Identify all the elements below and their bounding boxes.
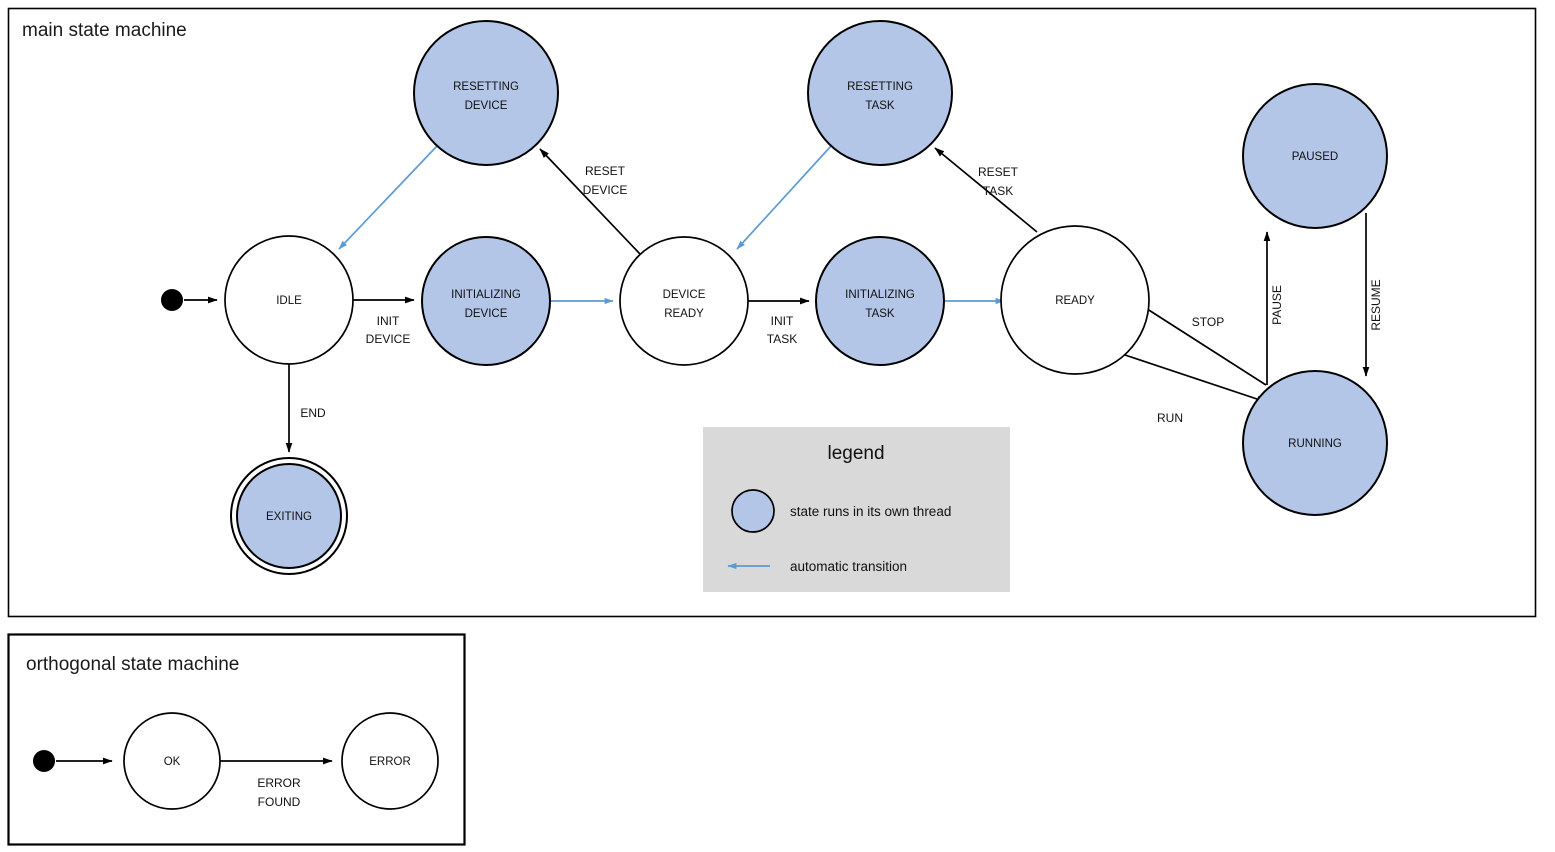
state-error-shape[interactable] — [341, 712, 439, 810]
orthogonal-transition-labels: ERROR FOUND — [257, 776, 301, 809]
label-reset-device-line1: RESET — [585, 164, 626, 178]
legend: legend state runs in its own thread auto… — [703, 427, 1010, 592]
state-ok-label: OK — [164, 756, 181, 768]
label-init-task-line2: TASK — [767, 332, 797, 346]
label-error-found-line2: FOUND — [258, 795, 301, 809]
state-resetting-device-label-line2: DEVICE — [465, 100, 508, 112]
state-initializing-device-label-line1: INITIALIZING — [451, 289, 521, 301]
state-idle-shape[interactable] — [224, 235, 354, 365]
state-error-label: ERROR — [369, 756, 411, 768]
transition-ready-to-running — [1124, 354, 1267, 403]
state-device-ready-label-line1: DEVICE — [663, 289, 706, 301]
main-states-layer: IDLE RESETTING DEVICE INITIALIZING DEVIC… — [161, 20, 1388, 575]
state-initializing-task-shape[interactable] — [815, 236, 945, 366]
transition-running-to-ready — [1129, 297, 1267, 386]
state-resetting-task-label-line1: RESETTING — [847, 81, 913, 93]
label-reset-task-line2: TASK — [983, 184, 1013, 198]
state-resetting-device-shape[interactable] — [413, 20, 559, 166]
label-end: END — [300, 406, 326, 420]
state-paused[interactable]: PAUSED — [1242, 83, 1388, 229]
state-running-label: RUNNING — [1288, 438, 1342, 450]
label-stop: STOP — [1192, 315, 1224, 329]
orthogonal-states-layer: OK ERROR — [33, 712, 439, 810]
legend-title: legend — [827, 443, 884, 464]
label-init-device-line1: INIT — [377, 314, 400, 328]
label-pause: PAUSE — [1270, 285, 1284, 325]
transition-ready-to-resetting-task — [934, 147, 1038, 233]
label-reset-task-line1: RESET — [978, 165, 1019, 179]
legend-threaded-state-text: state runs in its own thread — [790, 504, 951, 519]
label-init-task-line1: INIT — [771, 314, 794, 328]
state-resetting-device[interactable]: RESETTING DEVICE — [413, 20, 559, 166]
label-run: RUN — [1157, 411, 1183, 425]
transition-resetting-device-to-idle — [338, 145, 438, 250]
state-ready[interactable]: READY — [1000, 225, 1150, 375]
state-device-ready-shape[interactable] — [619, 236, 749, 366]
label-reset-device-line2: DEVICE — [583, 183, 628, 197]
state-error[interactable]: ERROR — [341, 712, 439, 810]
label-resume: RESUME — [1369, 279, 1383, 330]
state-initializing-task-label-line1: INITIALIZING — [845, 289, 915, 301]
state-exiting-label: EXITING — [266, 511, 312, 523]
state-initializing-task[interactable]: INITIALIZING TASK — [815, 236, 945, 366]
state-ready-shape[interactable] — [1000, 225, 1150, 375]
state-paused-shape[interactable] — [1242, 83, 1388, 229]
legend-threaded-state-icon — [731, 489, 775, 533]
state-resetting-task[interactable]: RESETTING TASK — [807, 20, 953, 166]
state-device-ready-label-line2: READY — [664, 308, 704, 320]
state-initializing-task-label-line2: TASK — [865, 308, 895, 320]
state-exiting-shape[interactable] — [236, 463, 342, 569]
state-ok[interactable]: OK — [123, 712, 221, 810]
state-idle[interactable]: IDLE — [224, 235, 354, 365]
state-paused-label: PAUSED — [1292, 151, 1338, 163]
label-init-device-line2: DEVICE — [366, 332, 411, 346]
initial-pseudostate-main — [161, 289, 183, 311]
state-running-shape[interactable] — [1242, 370, 1388, 516]
state-initializing-device-label-line2: DEVICE — [465, 308, 508, 320]
state-ready-label: READY — [1055, 295, 1095, 307]
state-initializing-device[interactable]: INITIALIZING DEVICE — [421, 236, 551, 366]
main-transitions-layer — [184, 145, 1370, 453]
label-error-found-line1: ERROR — [257, 776, 301, 790]
state-exiting[interactable]: EXITING — [230, 457, 348, 575]
transition-resetting-task-to-device-ready — [736, 145, 832, 250]
main-transition-labels: INIT DEVICE RESET DEVICE INIT TASK RESET… — [300, 164, 1383, 425]
main-frame-title: main state machine — [22, 20, 187, 41]
state-resetting-task-label-line2: TASK — [865, 100, 895, 112]
orthogonal-frame-title: orthogonal state machine — [26, 654, 239, 675]
state-running[interactable]: RUNNING — [1242, 370, 1388, 516]
state-idle-label: IDLE — [276, 295, 302, 307]
legend-auto-transition-text: automatic transition — [790, 559, 907, 574]
state-resetting-device-label-line1: RESETTING — [453, 81, 519, 93]
transition-device-ready-to-resetting-device — [539, 148, 641, 255]
state-resetting-task-shape[interactable] — [807, 20, 953, 166]
state-device-ready[interactable]: DEVICE READY — [619, 236, 749, 366]
state-ok-shape[interactable] — [123, 712, 221, 810]
state-initializing-device-shape[interactable] — [421, 236, 551, 366]
initial-pseudostate-orthogonal — [33, 750, 55, 772]
